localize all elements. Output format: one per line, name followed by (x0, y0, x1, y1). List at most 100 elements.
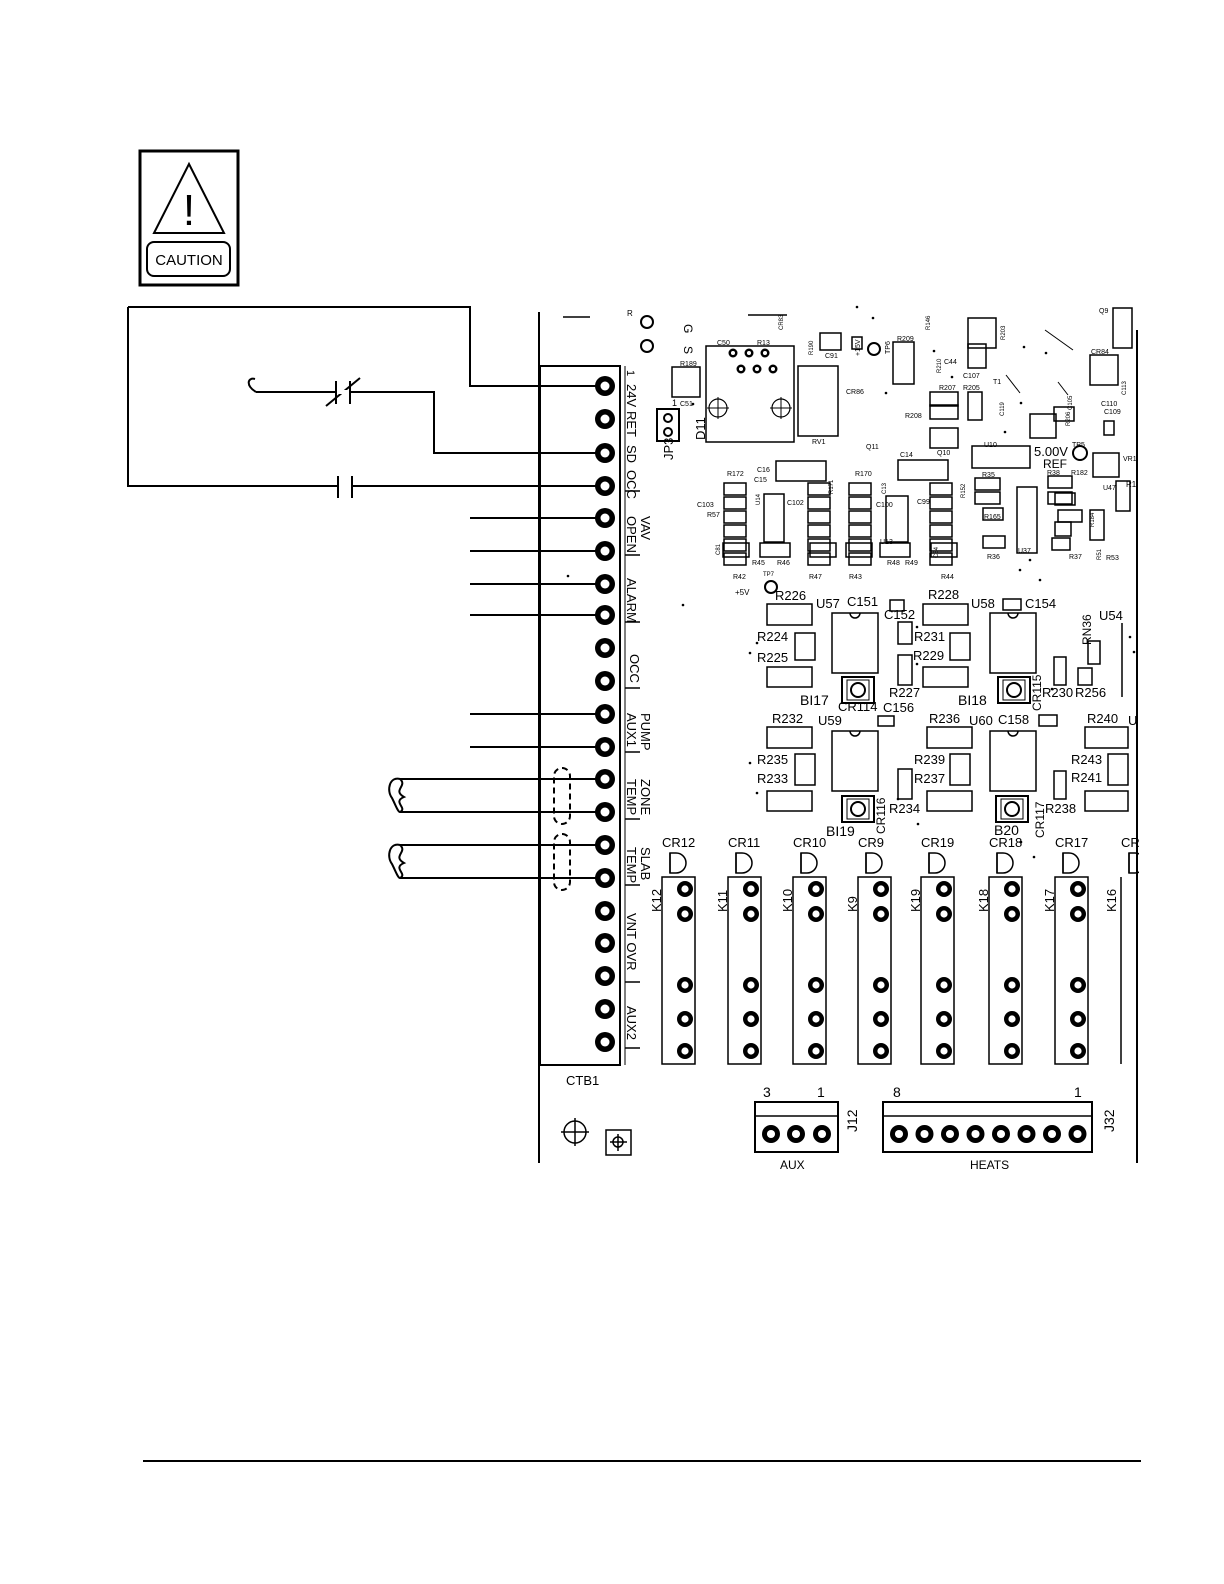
label-c50: C50 (717, 340, 730, 347)
label-r42: R42 (733, 574, 746, 581)
r206-outline (1029, 413, 1057, 439)
component-outline (848, 538, 872, 552)
r205-outline (967, 391, 983, 421)
caution-label: CAUTION (155, 252, 223, 269)
mounting-hole-icon (770, 397, 792, 419)
component-outline (922, 666, 969, 688)
label-b20: B20 (994, 822, 1019, 838)
component-outline (949, 632, 971, 661)
label-c99: C99 (917, 499, 930, 506)
module-pin (752, 364, 762, 374)
label-r170: R170 (855, 471, 872, 478)
component-outline (982, 535, 1006, 549)
rv1-outline (797, 365, 839, 437)
j12-name: J12 (844, 1109, 860, 1132)
terminal-label-alarm: ALARM (624, 578, 639, 623)
r226-outline (766, 603, 813, 626)
relay-pin (936, 977, 952, 993)
label-r48: R48 (887, 560, 900, 567)
r203-outline (967, 317, 997, 349)
terminal-8 (595, 605, 615, 625)
label-cr114: CR114 (838, 699, 878, 714)
label-c107: C107 (963, 373, 980, 380)
relay-pin (873, 1043, 889, 1059)
d11-label: D11 (693, 417, 708, 440)
label-r236: R236 (929, 711, 960, 726)
component-outline (809, 542, 837, 558)
c14-outline (897, 459, 949, 481)
relay-pin (1004, 977, 1020, 993)
label-cr117: CR117 (1033, 801, 1047, 838)
tp6-label: TP6 (885, 341, 892, 354)
terminal-10 (595, 671, 615, 691)
label-r205: R205 (963, 385, 980, 392)
r209-outline (892, 341, 915, 385)
relay-pin (677, 1011, 693, 1027)
relay-k-label: K11 (715, 890, 730, 912)
label-c119: C119 (1000, 401, 1006, 416)
relay-k-label: K12 (649, 889, 664, 912)
component-outline (1047, 475, 1073, 489)
relay-pin (1004, 1043, 1020, 1059)
vr1-outline (1092, 452, 1120, 478)
component-outline (929, 538, 953, 552)
component-outline (1038, 714, 1058, 727)
ic-u59 (831, 730, 879, 792)
label-c44: C44 (944, 359, 957, 366)
board-headers (640, 315, 1088, 594)
terminal-label-pump: PUMP (638, 713, 653, 751)
caution-symbol: ! CAUTION (138, 149, 240, 287)
component-outline (1053, 770, 1067, 800)
terminal-label-vnt-ovr: VNT OVR (624, 913, 639, 971)
label-c113: C113 (1122, 380, 1128, 395)
terminal-15 (595, 835, 615, 855)
relay-pin (1070, 906, 1086, 922)
relay-pin (936, 1043, 952, 1059)
relay-pin (677, 906, 693, 922)
c105-outline (1053, 406, 1075, 422)
component-outline (807, 552, 831, 566)
component-outline (929, 496, 953, 510)
label-r53: R53 (1106, 555, 1119, 562)
component-outline (759, 542, 791, 558)
label-cr84: CR84 (1091, 349, 1109, 356)
relay-pin (743, 1043, 759, 1059)
relay-pin (1070, 1011, 1086, 1027)
relay-pin (743, 906, 759, 922)
label-r38: R38 (1047, 470, 1060, 477)
label-r238: R238 (1045, 801, 1076, 816)
terminal-label-open: OPEN (624, 516, 639, 553)
component-outline (794, 632, 816, 661)
jp3-pin-label: 1 (672, 398, 677, 408)
component-outline (974, 491, 1001, 505)
component-outline (1087, 640, 1101, 665)
label-q11: Q11 (866, 444, 879, 451)
j32-label: HEATS (970, 1158, 1009, 1172)
relay-cr-label: CR12 (662, 835, 695, 850)
component-outline (1084, 790, 1129, 812)
component-outline (1002, 598, 1022, 611)
label-r235: R235 (757, 752, 788, 767)
label-r241: R241 (1071, 770, 1102, 785)
terminal-11 (595, 704, 615, 724)
header-s-label: S (681, 346, 695, 354)
relay-pin (936, 1011, 952, 1027)
label-r208: R208 (905, 413, 922, 420)
label-c103: C103 (697, 502, 714, 509)
terminal-3 (595, 443, 615, 463)
v15-label: +15V (855, 339, 862, 356)
relay-k-label: K19 (908, 889, 923, 912)
label-r207: R207 (939, 385, 956, 392)
relay-cr-label: CR (1121, 835, 1140, 850)
fiducial-icon (605, 1129, 632, 1156)
component-outline (1077, 667, 1093, 686)
label-vr1: VR1 (1123, 456, 1137, 463)
label-c81: C81 (716, 543, 722, 555)
label-u58: U58 (971, 596, 995, 611)
relay-pin (808, 1011, 824, 1027)
relay-pin (808, 881, 824, 897)
label-u_edge: U (1128, 713, 1137, 728)
relay-cr-label: CR19 (921, 835, 954, 850)
label-r209: R209 (897, 336, 914, 343)
